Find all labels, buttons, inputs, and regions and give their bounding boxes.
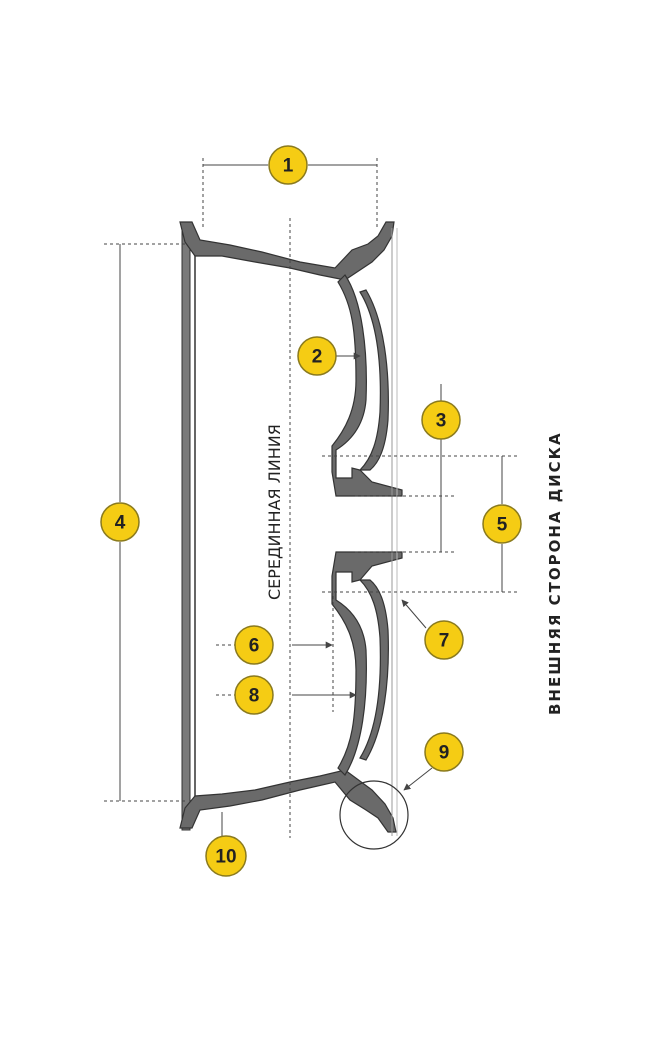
svg-text:8: 8 xyxy=(249,686,260,707)
outer-side-label: ВНЕШНЯЯ СТОРОНА ДИСКА xyxy=(546,431,564,715)
svg-text:9: 9 xyxy=(439,743,450,764)
svg-text:6: 6 xyxy=(249,636,260,657)
svg-text:7: 7 xyxy=(439,631,450,652)
leader-7 xyxy=(401,599,427,629)
dimension-1 xyxy=(202,158,378,230)
callout-5: 5 xyxy=(482,504,522,544)
callout-6: 6 xyxy=(234,625,274,665)
callout-2: 2 xyxy=(297,336,337,376)
rim-profile xyxy=(179,221,403,836)
callout-1: 1 xyxy=(268,145,308,185)
callout-10: 10 xyxy=(205,835,247,877)
leader-9 xyxy=(403,767,433,791)
detail-circle-9 xyxy=(339,780,409,850)
dimension-6-8 xyxy=(216,596,357,712)
svg-text:4: 4 xyxy=(115,513,126,534)
svg-text:5: 5 xyxy=(497,515,508,536)
center-line-label: СЕРЕДИННАЯ ЛИНИЯ xyxy=(265,424,284,600)
callout-4: 4 xyxy=(100,502,140,542)
callout-8: 8 xyxy=(234,675,274,715)
svg-text:1: 1 xyxy=(283,156,294,177)
callout-9: 9 xyxy=(424,732,464,772)
dimension-4 xyxy=(104,243,186,802)
svg-text:3: 3 xyxy=(436,411,447,432)
callout-7: 7 xyxy=(424,620,464,660)
callout-3: 3 xyxy=(421,400,461,440)
svg-text:2: 2 xyxy=(312,347,323,368)
svg-text:10: 10 xyxy=(215,847,236,868)
